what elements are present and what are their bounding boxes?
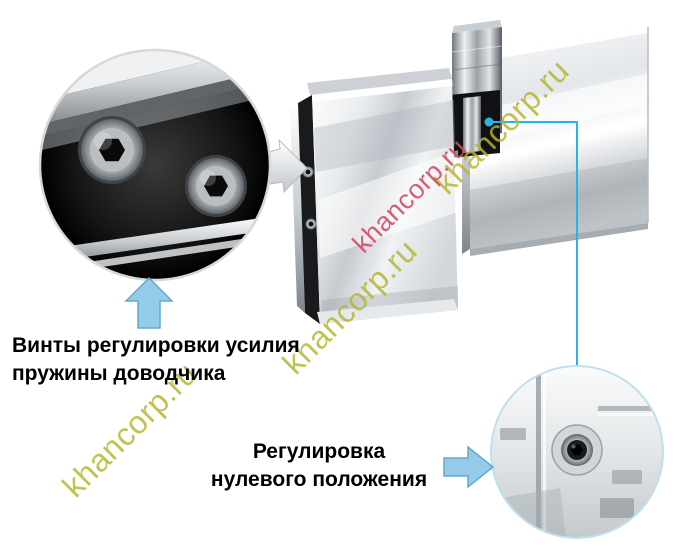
label-spring-adjustment: Винты регулировки усилия пружины доводчи… xyxy=(12,332,300,388)
label-zero-position-line1: Регулировка xyxy=(252,440,386,463)
socket-screw-icon xyxy=(78,116,146,184)
label-spring-adjustment-line2: пружины доводчика xyxy=(12,362,226,385)
hinge-photo xyxy=(290,20,649,324)
zero-adjust-screw-icon xyxy=(551,424,603,476)
label-zero-position-line2: нулевого положения xyxy=(210,468,428,491)
detail-circle-spring-screws xyxy=(38,48,272,282)
socket-screw-icon xyxy=(185,155,247,217)
label-spring-adjustment-line1: Винты регулировки усилия xyxy=(12,334,300,357)
label-zero-position: Регулировка нулевого положения xyxy=(196,438,442,494)
hinge-glass-plate xyxy=(290,68,458,324)
connector-dot xyxy=(484,117,494,127)
up-arrow-icon xyxy=(124,276,174,329)
right-arrow-icon xyxy=(443,445,495,489)
hinge-knuckle xyxy=(449,20,503,158)
detail-circle-zero-adjust xyxy=(490,365,664,539)
connector-line xyxy=(484,117,578,365)
